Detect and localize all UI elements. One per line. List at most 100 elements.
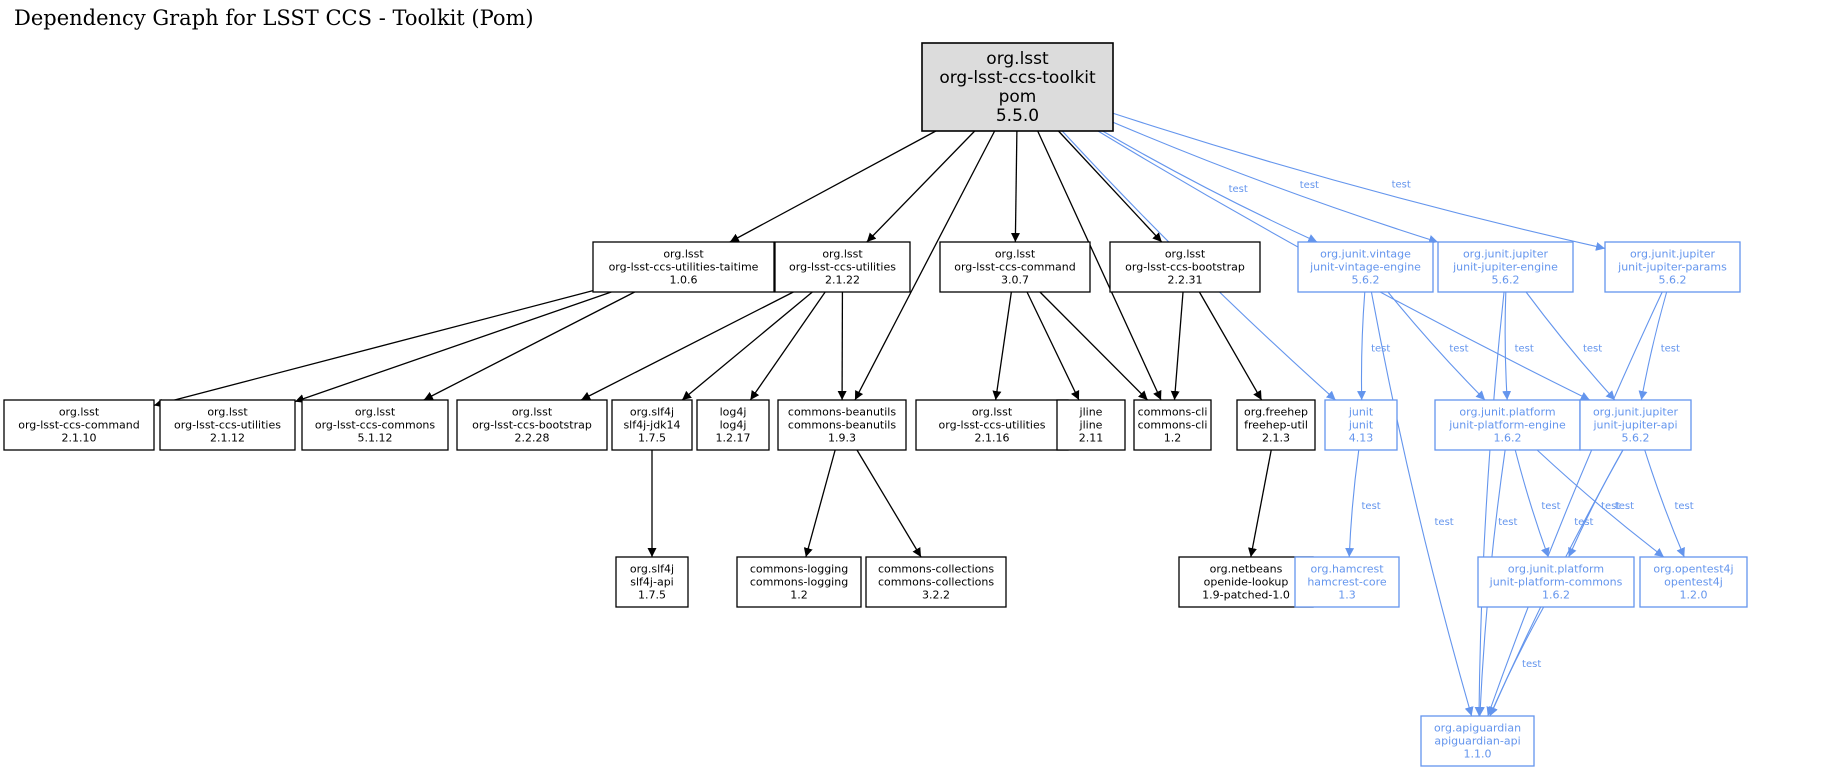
node-label-line: 1.0.6 bbox=[670, 274, 698, 287]
edge-label: test bbox=[1229, 184, 1248, 195]
nodes-layer: org.lsstorg-lsst-ccs-toolkitpom5.5.0org.… bbox=[3, 42, 1748, 767]
node-label-line: pom bbox=[999, 87, 1037, 107]
node-label-line: 1.6.2 bbox=[1542, 589, 1570, 602]
node-label-line: org.junit.jupiter bbox=[1593, 406, 1679, 419]
node-label-line: org.lsst bbox=[207, 406, 248, 419]
node-jupiterparams: org.junit.jupiterjunit-jupiter-params5.6… bbox=[1604, 241, 1741, 293]
node-label-line: org-lsst-ccs-bootstrap bbox=[472, 419, 592, 432]
node-label-line: 2.1.16 bbox=[975, 432, 1010, 445]
node-box bbox=[615, 556, 689, 608]
node-label-line: 1.7.5 bbox=[638, 432, 666, 445]
edge-jupiterengine-to-jupiterapi bbox=[1525, 291, 1616, 401]
node-label-line: opentest4j bbox=[1664, 576, 1723, 589]
edge-vintage-to-platformengine bbox=[1387, 291, 1486, 401]
node-label-line: org.lsst bbox=[986, 49, 1049, 69]
node-label-line: 2.2.28 bbox=[515, 432, 550, 445]
edge-label: test bbox=[1541, 501, 1560, 512]
node-label-line: commons-collections bbox=[878, 563, 994, 576]
node-label-line: org-lsst-ccs-utilities bbox=[939, 419, 1046, 432]
node-label-line: 2.2.31 bbox=[1168, 274, 1203, 287]
node-label-line: openide-lookup bbox=[1204, 576, 1289, 589]
node-box bbox=[1639, 556, 1748, 608]
node-label-line: 2.1.10 bbox=[62, 432, 97, 445]
node-label-line: org-lsst-ccs-command bbox=[18, 419, 140, 432]
edge-root-to-commonscli bbox=[1037, 130, 1162, 401]
edge-jupiterengine-to-apiguardian bbox=[1474, 291, 1505, 717]
edge-label: test bbox=[1615, 501, 1634, 512]
node-label-line: slf4j-api bbox=[630, 576, 673, 589]
node-label-line: commons-beanutils bbox=[788, 406, 896, 419]
edge-label: test bbox=[1435, 517, 1454, 528]
node-label-line: junit-platform-commons bbox=[1489, 576, 1623, 589]
edge-root-to-jupiterparams bbox=[1112, 112, 1606, 251]
node-label-line: 2.1.3 bbox=[1262, 432, 1290, 445]
node-label-line: org.opentest4j bbox=[1653, 563, 1733, 576]
node-jupiterengine: org.junit.jupiterjunit-jupiter-engine5.6… bbox=[1437, 241, 1574, 293]
node-box bbox=[1133, 399, 1212, 451]
node-box bbox=[1294, 556, 1400, 608]
node-label-line: commons-beanutils bbox=[788, 419, 896, 432]
node-box bbox=[736, 556, 862, 608]
node-box bbox=[696, 399, 770, 451]
node-label-line: junit-jupiter-params bbox=[1617, 261, 1727, 274]
node-label-line: junit-platform-engine bbox=[1448, 419, 1566, 432]
edge-label: test bbox=[1583, 343, 1602, 354]
node-label-line: slf4j-jdk14 bbox=[623, 419, 680, 432]
edge-label: test bbox=[1674, 501, 1693, 512]
node-label-line: 4.13 bbox=[1349, 432, 1374, 445]
node-label-line: org.junit.platform bbox=[1508, 563, 1604, 576]
edge-label: test bbox=[1449, 343, 1468, 354]
node-box bbox=[1297, 241, 1434, 293]
node-label-line: commons-logging bbox=[750, 576, 848, 589]
node-label-line: org.slf4j bbox=[630, 406, 674, 419]
node-label-line: org.lsst bbox=[1165, 248, 1206, 261]
node-label-line: org.apiguardian bbox=[1434, 722, 1521, 735]
node-label-line: 5.6.2 bbox=[1659, 274, 1687, 287]
node-label-line: junit-jupiter-engine bbox=[1452, 261, 1558, 274]
node-label-line: org.lsst bbox=[822, 248, 863, 261]
node-label-line: commons-cli bbox=[1138, 419, 1208, 432]
node-label-line: log4j bbox=[720, 406, 747, 419]
node-label-line: 2.11 bbox=[1079, 432, 1104, 445]
node-label-line: 1.2 bbox=[790, 589, 808, 602]
node-label-line: org.hamcrest bbox=[1310, 563, 1384, 576]
edge-vintage-to-apiguardian bbox=[1370, 291, 1474, 717]
edge-bootstrap2231-to-commonscli bbox=[1170, 291, 1184, 401]
edge-platformengine-to-platformcommons bbox=[1514, 449, 1550, 558]
edge-junit-to-hamcrest bbox=[1345, 449, 1360, 558]
node-label-line: org.junit.jupiter bbox=[1463, 248, 1549, 261]
node-platformcommons: org.junit.platformjunit-platform-commons… bbox=[1477, 556, 1635, 608]
node-box bbox=[1579, 399, 1692, 451]
node-label-line: freehep-util bbox=[1244, 419, 1308, 432]
graph-title: Dependency Graph for LSST CCS - Toolkit … bbox=[14, 6, 534, 30]
node-label-line: org.lsst bbox=[972, 406, 1013, 419]
node-box bbox=[915, 399, 1069, 451]
node-label-line: 1.6.2 bbox=[1494, 432, 1522, 445]
edge-root-to-command307 bbox=[1010, 130, 1020, 243]
edge-root-to-jupiterengine bbox=[1112, 121, 1439, 244]
node-label-line: org-lsst-ccs-utilities bbox=[789, 261, 896, 274]
node-box bbox=[1420, 715, 1535, 767]
node-box bbox=[1437, 241, 1574, 293]
node-box bbox=[1324, 399, 1398, 451]
node-box bbox=[1236, 399, 1316, 451]
node-label-line: org.lsst bbox=[995, 248, 1036, 261]
edge-beanutils-to-collections bbox=[856, 449, 922, 558]
edge-label: test bbox=[1371, 343, 1390, 354]
node-label-line: org.lsst bbox=[59, 406, 100, 419]
node-label-line: org.junit.jupiter bbox=[1630, 248, 1716, 261]
